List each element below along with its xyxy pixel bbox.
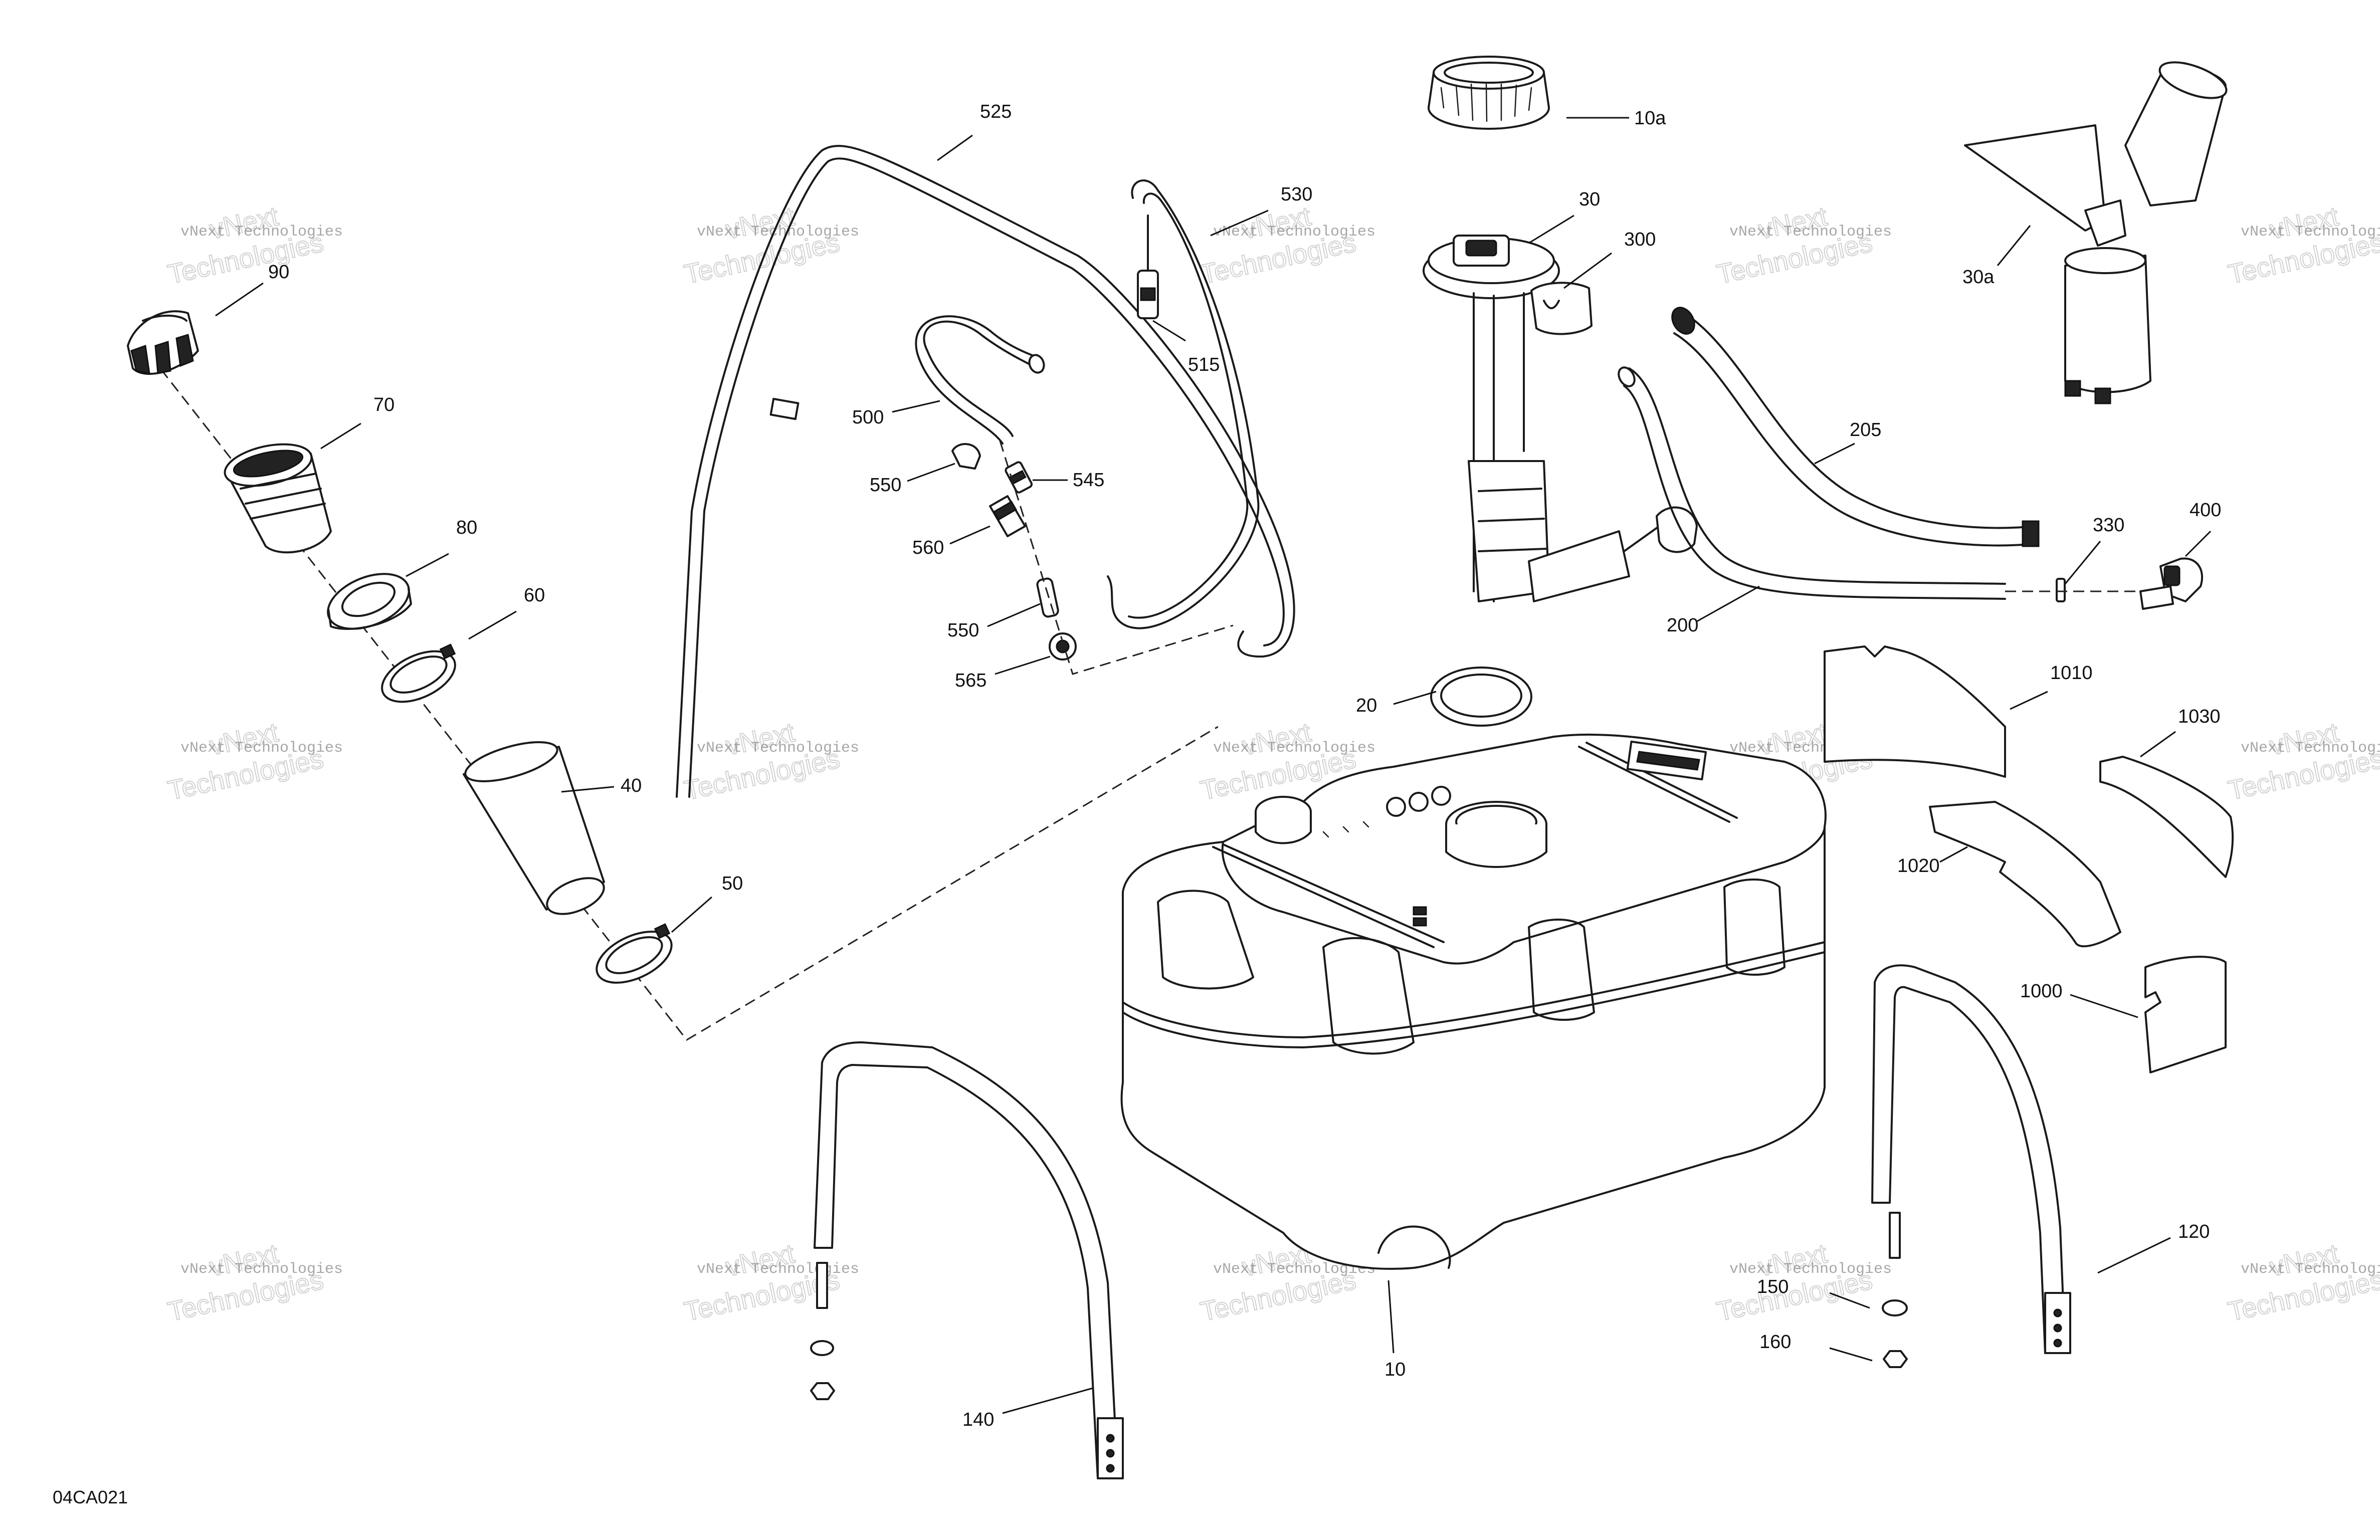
- svg-text:vNext Technologies: vNext Technologies: [1729, 1261, 1892, 1278]
- callout-1030: 1030: [2178, 706, 2221, 727]
- callout-30: 30: [1579, 189, 1600, 210]
- callout-40: 40: [621, 775, 642, 796]
- callout-20: 20: [1356, 695, 1377, 716]
- callout-400: 400: [2190, 500, 2221, 521]
- fuel-pump-module-part-30[interactable]: [1423, 235, 1698, 602]
- callout-labels: 90 70 80 60 40 50 525 530 515 500 545 55…: [268, 101, 2221, 1430]
- filler-axis-line: [149, 355, 1219, 1041]
- callout-205: 205: [1850, 419, 1881, 441]
- svg-text:vNext Technologies: vNext Technologies: [697, 1261, 859, 1278]
- callout-1010: 1010: [2050, 663, 2093, 684]
- svg-text:vNext Technologies: vNext Technologies: [1729, 224, 1892, 241]
- svg-text:vNext Technologies: vNext Technologies: [1213, 224, 1375, 241]
- callout-140: 140: [962, 1409, 994, 1430]
- callout-70: 70: [373, 394, 394, 415]
- callout-525: 525: [980, 101, 1012, 122]
- valve-part-560[interactable]: [989, 495, 1026, 537]
- callout-300: 300: [1624, 229, 1656, 250]
- fuel-line-part-200[interactable]: [1616, 365, 2006, 600]
- callout-550-lower: 550: [947, 620, 979, 641]
- callout-50: 50: [722, 873, 743, 894]
- fuel-hose-part-205[interactable]: [1668, 304, 2040, 547]
- callout-560: 560: [912, 537, 944, 558]
- connector-part-550-lower[interactable]: [1036, 577, 1059, 618]
- watermark: Technologies vNext vNext Technologies: [165, 1238, 343, 1328]
- hose-part-500[interactable]: [915, 315, 1046, 445]
- drawing-code: 04CA021: [53, 1487, 128, 1507]
- callout-1000: 1000: [2020, 981, 2063, 1002]
- callout-60: 60: [524, 585, 545, 606]
- watermark: Technologies vNext vNext Technologies: [2225, 200, 2380, 290]
- callout-530: 530: [1281, 184, 1312, 205]
- callout-545: 545: [1073, 470, 1104, 491]
- callout-30a: 30a: [1962, 267, 1995, 288]
- heat-shield-part-1010[interactable]: [1824, 645, 2006, 778]
- watermark: Technologies vNext vNext Technologies: [1198, 200, 1375, 290]
- vent-hose-part-525[interactable]: [676, 145, 1295, 798]
- callout-330: 330: [2093, 515, 2124, 536]
- elbow-connector-part-400[interactable]: [2139, 557, 2204, 610]
- callout-500: 500: [852, 407, 884, 428]
- clamp-part-50[interactable]: [589, 921, 680, 993]
- svg-text:vNext Technologies: vNext Technologies: [2241, 224, 2380, 241]
- callout-10a: 10a: [1634, 108, 1666, 129]
- watermark: Technologies vNext vNext Technologies: [681, 717, 859, 806]
- fitting-part-545[interactable]: [1005, 461, 1033, 494]
- watermark: Technologies vNext vNext Technologies: [1714, 1238, 1892, 1328]
- callout-565: 565: [955, 670, 986, 691]
- clamp-part-330[interactable]: [2056, 578, 2066, 602]
- watermark: Technologies vNext vNext Technologies: [1714, 200, 1892, 290]
- heat-shield-part-1000[interactable]: [2144, 956, 2227, 1073]
- locking-ring-part-10a[interactable]: [1428, 56, 1550, 130]
- clamp-part-60[interactable]: [374, 641, 463, 712]
- fuel-tank-part-10[interactable]: [1120, 734, 1827, 1270]
- svg-text:vNext Technologies: vNext Technologies: [1213, 740, 1375, 757]
- svg-text:vNext Technologies: vNext Technologies: [180, 1261, 343, 1278]
- svg-text:vNext Technologies: vNext Technologies: [180, 224, 343, 241]
- svg-text:vNext Technologies: vNext Technologies: [2241, 740, 2380, 757]
- callout-150: 150: [1757, 1276, 1789, 1297]
- callout-80: 80: [456, 517, 477, 538]
- svg-text:vNext Technologies: vNext Technologies: [180, 740, 343, 757]
- svg-text:vNext Technologies: vNext Technologies: [2241, 1261, 2380, 1278]
- heat-shield-part-1020[interactable]: [1929, 801, 2121, 948]
- svg-text:vNext Technologies: vNext Technologies: [697, 224, 859, 241]
- svg-text:vNext Technologies: vNext Technologies: [697, 740, 859, 757]
- fitting-part-515[interactable]: [1137, 214, 1159, 319]
- strap-part-140[interactable]: [810, 1041, 1124, 1479]
- grommet-part-300[interactable]: [1530, 282, 1593, 335]
- callout-1020: 1020: [1897, 855, 1940, 876]
- watermark: Technologies vNext vNext Technologies: [165, 717, 343, 806]
- callout-550-upper: 550: [870, 475, 901, 496]
- leader-lines: [215, 117, 2212, 1414]
- pump-kit-part-30a[interactable]: [1964, 55, 2231, 404]
- watermark: Technologies vNext vNext Technologies: [681, 1238, 859, 1328]
- fuel-cap-part-90[interactable]: [127, 310, 199, 375]
- heat-shield-part-1030[interactable]: [2099, 756, 2234, 878]
- callout-160: 160: [1759, 1332, 1791, 1353]
- filler-neck-part-70[interactable]: [221, 437, 332, 554]
- vent-hose-part-530[interactable]: [1107, 179, 1260, 629]
- callout-90: 90: [268, 262, 289, 283]
- watermark: Technologies vNext vNext Technologies: [165, 200, 343, 290]
- gasket-part-20[interactable]: [1430, 667, 1532, 727]
- strap-part-120[interactable]: [1871, 964, 2071, 1368]
- connector-part-550-upper[interactable]: [951, 443, 981, 470]
- nut-part-80[interactable]: [320, 563, 417, 640]
- watermark: Technologies vNext vNext Technologies: [2225, 717, 2380, 806]
- callout-10: 10: [1384, 1359, 1406, 1380]
- filler-hose-part-40[interactable]: [461, 734, 609, 921]
- watermark: Technologies vNext vNext Technologies: [2225, 1238, 2380, 1328]
- callout-120: 120: [2178, 1221, 2210, 1242]
- fitting-part-565[interactable]: [1049, 632, 1077, 661]
- vent-axis-line: [999, 441, 1234, 675]
- callout-515: 515: [1188, 354, 1220, 375]
- callout-200: 200: [1667, 615, 1698, 636]
- watermark: Technologies vNext vNext Technologies: [681, 200, 859, 290]
